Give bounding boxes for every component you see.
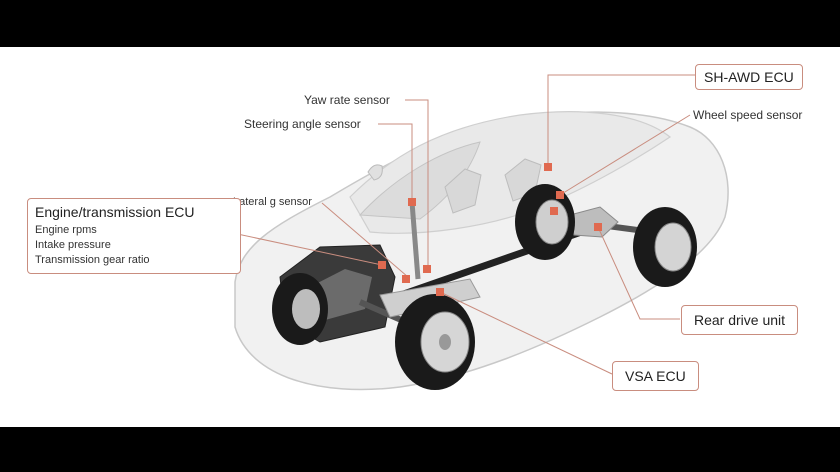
sensor-dot [544, 163, 552, 171]
wheel-rear-right [633, 207, 697, 287]
box-engine-transmission-ecu: Engine/transmission ECU Engine rpms Inta… [27, 198, 241, 274]
letterbox-bottom [0, 427, 840, 472]
box-title: VSA ECU [625, 368, 686, 384]
engine-ecu-item: Transmission gear ratio [35, 254, 150, 266]
sensor-dot [594, 223, 602, 231]
wheel-front-left [272, 273, 328, 345]
label-lateral-g-sensor: Lateral g sensor [233, 196, 312, 208]
sensor-dot [408, 198, 416, 206]
leader-lines [227, 74, 695, 375]
leader-lateral-g [321, 202, 409, 278]
sensor-markers [378, 163, 602, 296]
sensor-dot [436, 288, 444, 296]
leader-sh-awd-ecu [547, 74, 695, 167]
diagram-canvas: Yaw rate sensor Steering angle sensor La… [0, 47, 840, 427]
car-seat [444, 168, 482, 214]
engine-ecu-item: Engine rpms [35, 224, 97, 236]
leader-engine-ecu [227, 231, 383, 266]
side-mirror [367, 164, 383, 181]
leader-yaw-rate [405, 99, 429, 269]
label-steering-angle-sensor: Steering angle sensor [244, 117, 361, 131]
leader-steering-angle [378, 123, 413, 202]
sensor-dot [378, 261, 386, 269]
engine-ecu-item: Intake pressure [35, 239, 111, 251]
label-yaw-rate-sensor: Yaw rate sensor [304, 93, 390, 107]
box-title: Rear drive unit [694, 312, 786, 328]
wheel-rear-left [515, 184, 575, 260]
car-windshield [358, 141, 481, 220]
leader-wheel-speed [559, 114, 691, 196]
label-wheel-speed-sensor: Wheel speed sensor [693, 108, 803, 122]
sensor-dot [423, 265, 431, 273]
box-rear-drive-unit: Rear drive unit [681, 305, 799, 335]
box-title: SH-AWD ECU [704, 69, 794, 85]
box-sh-awd-ecu: SH-AWD ECU [695, 64, 803, 90]
steering-column [409, 201, 421, 280]
letterbox-top [0, 0, 840, 47]
leader-vsa-ecu [439, 291, 613, 375]
box-vsa-ecu: VSA ECU [612, 361, 699, 391]
box-title: Engine/transmission ECU [35, 204, 195, 220]
sensor-dot [556, 191, 564, 199]
sensor-dot [402, 275, 410, 283]
car-illustration [227, 74, 729, 391]
leader-rear-drive-unit [597, 226, 680, 320]
wheel-front-right [395, 294, 475, 390]
sensor-dot [550, 207, 558, 215]
